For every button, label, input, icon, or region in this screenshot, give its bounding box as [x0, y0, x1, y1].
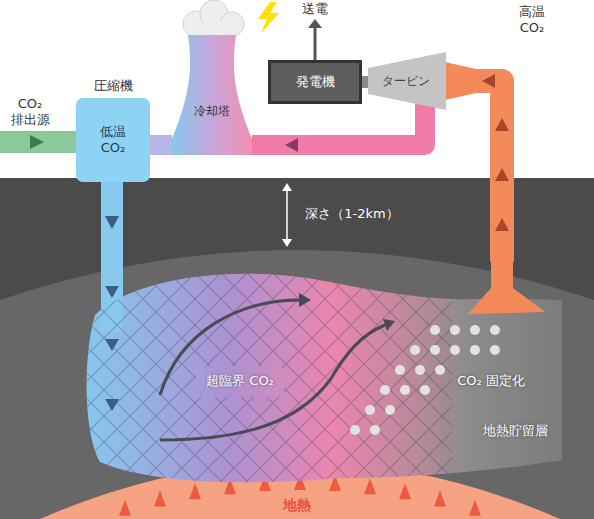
- reservoir-shape: [80, 262, 562, 484]
- flow-arrow: [105, 339, 119, 351]
- transmission-arrow: [314, 27, 317, 60]
- region-label: 超臨界 CO₂: [206, 373, 274, 389]
- flow-arrow: [105, 286, 119, 298]
- depth-arrow: [286, 190, 288, 240]
- pipe: [101, 182, 123, 262]
- heat-arrow: [399, 483, 411, 499]
- lightning-bolt: [258, 2, 279, 33]
- emission-pipe: [0, 131, 80, 153]
- heat-arrow: [189, 483, 201, 499]
- flow-arrow: [299, 293, 311, 307]
- turbine-body: [368, 52, 446, 110]
- turbine: タービン: [368, 50, 476, 112]
- pipe: [150, 135, 172, 155]
- transmission-arrow-head: [308, 19, 322, 28]
- arrow-head: [105, 216, 119, 229]
- compressor-box: 圧縮機低温 CO₂: [76, 98, 150, 182]
- reservoir-region: 超臨界 CO₂ CO₂ 固定化地熱貯留層: [80, 262, 562, 484]
- tower-body: [172, 35, 252, 155]
- depth-label: 深さ（1-2km）: [305, 206, 398, 222]
- arrow-head: [495, 118, 509, 131]
- heat-arrow: [434, 491, 446, 507]
- pipe-connector: [476, 74, 509, 262]
- tower-label: 冷却塔: [194, 104, 230, 118]
- source-label: CO₂ 排出源: [6, 96, 54, 127]
- rock-hatching: [80, 262, 562, 484]
- arrow-head: [495, 218, 509, 231]
- heat-arrow: [119, 500, 131, 516]
- heat-arrow: [154, 491, 166, 507]
- heat-label: 地熱: [283, 497, 311, 514]
- generator-box: 発電機: [268, 60, 362, 104]
- pipe: [476, 81, 502, 262]
- arrow-head: [482, 74, 495, 88]
- box-label: 低温 CO₂: [91, 124, 135, 155]
- turbine-label: タービン: [382, 74, 430, 88]
- box-label: 発電機: [296, 74, 335, 90]
- deep-rock: [0, 250, 594, 519]
- flow-curve: [160, 325, 385, 440]
- pipe-connector: [150, 145, 172, 146]
- region-label: CO₂ 固定化: [457, 373, 525, 389]
- depth-arrow-head: [282, 239, 292, 247]
- ground: [0, 178, 594, 519]
- heat-arrow: [469, 500, 481, 516]
- flow-arrow: [383, 319, 395, 331]
- flow-arrow: [30, 135, 44, 149]
- pipe-connector: [105, 182, 119, 262]
- depth-arrow-head: [282, 183, 292, 191]
- arrow-head: [285, 138, 298, 152]
- flow-curve: [160, 300, 300, 395]
- flow-arrow: [105, 399, 119, 411]
- pipe: [252, 112, 425, 145]
- cooling-tower: 冷却塔: [172, 35, 252, 155]
- component-heading: 圧縮機: [94, 78, 133, 94]
- flow-label: 高温 CO₂: [510, 4, 554, 35]
- output-label: 送電: [302, 1, 328, 17]
- arrow-head: [495, 168, 509, 181]
- pipe-connector: [252, 112, 425, 152]
- region-label: 地熱貯留層: [483, 423, 548, 439]
- tower-shape: [172, 35, 252, 155]
